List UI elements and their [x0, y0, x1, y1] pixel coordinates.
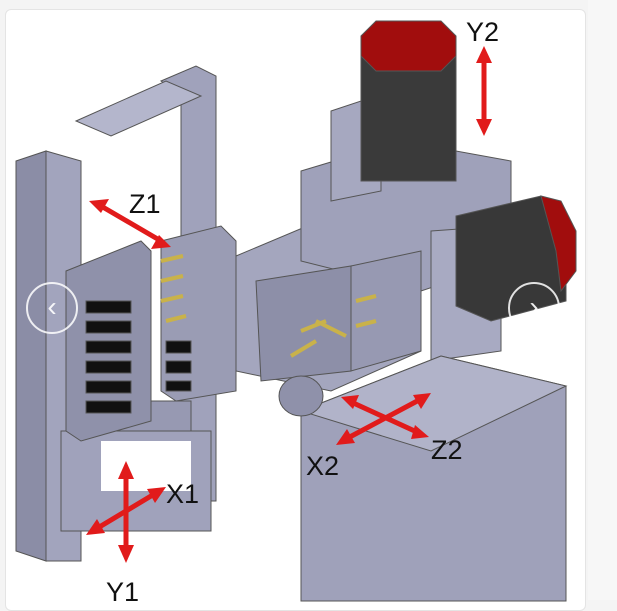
- chevron-left-icon: ‹: [47, 291, 57, 322]
- axis-label-z1: Z1: [129, 189, 161, 219]
- axis-label-z2: Z2: [431, 435, 463, 465]
- chevron-right-icon: ›: [529, 291, 539, 322]
- axis-label-y2: Y2: [466, 17, 499, 47]
- axis-label-x1: X1: [166, 479, 199, 509]
- axis-label-x2: X2: [306, 451, 339, 481]
- image-carousel: Y2 Z1 X1 Y1 X2 Z2 ‹ ›: [5, 9, 586, 611]
- axis-label-y1: Y1: [106, 577, 139, 607]
- carousel-prev-button[interactable]: ‹: [26, 282, 78, 334]
- machine-illustration: Y2 Z1 X1 Y1 X2 Z2: [15, 17, 577, 607]
- side-strip: [588, 0, 617, 600]
- carousel-next-button[interactable]: ›: [508, 282, 560, 334]
